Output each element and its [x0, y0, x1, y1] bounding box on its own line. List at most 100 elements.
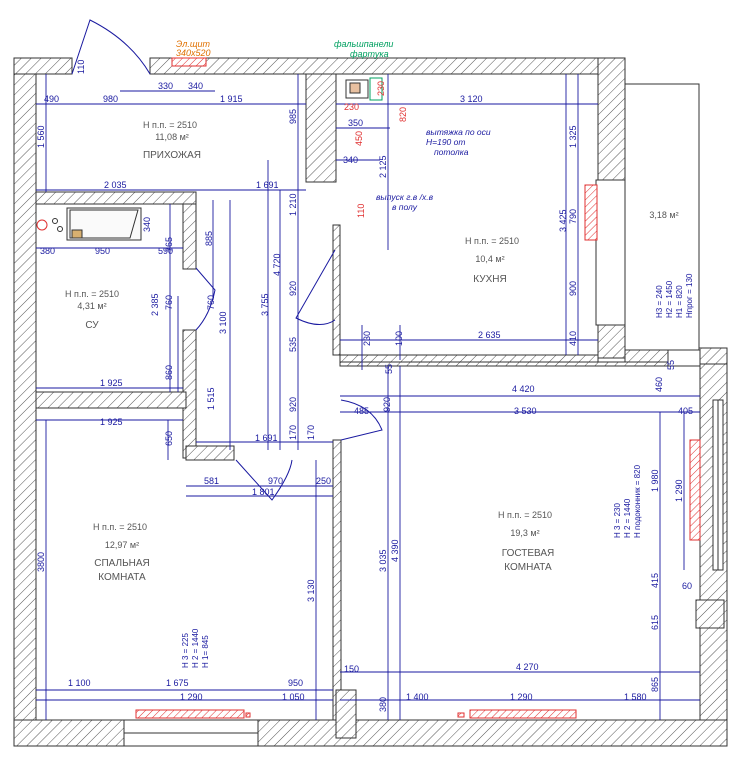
dim-label: 340	[343, 155, 358, 165]
dim-label: 820	[398, 107, 408, 122]
dimension-labels-horizontal: 330 340 490 980 1 915 3 120 350 340 2 03…	[40, 81, 693, 702]
kitchen-area: 10,4 м²	[475, 254, 504, 264]
guest-hsill: Н подоконник = 820	[633, 464, 642, 538]
hall-name: ПРИХОЖАЯ	[143, 150, 201, 161]
dim-label: 4 420	[512, 384, 535, 394]
dim-label: 920	[382, 397, 392, 412]
dim-label: 1 515	[206, 387, 216, 410]
balcony-area: 3,18 м²	[649, 210, 678, 220]
guest-height: Н п.п. = 2510	[498, 510, 552, 520]
dimension-labels-vertical: 110 1 560 985 230 230 820 450 1 325 2 12…	[36, 60, 684, 712]
dim-label: 330	[158, 81, 173, 91]
dim-label: 590	[158, 246, 173, 256]
dim-label: 350	[348, 118, 363, 128]
dim-label: 490	[44, 94, 59, 104]
guest-name-2: КОМНАТА	[504, 562, 552, 573]
dim-label: 1 100	[68, 678, 91, 688]
bedroom-h1: Н 1= 845	[201, 635, 210, 668]
dim-label: 950	[95, 246, 110, 256]
radiator-guest-right	[689, 439, 701, 541]
kitchen-fixtures	[345, 77, 383, 101]
dim-label: 1 290	[510, 692, 533, 702]
wall-top-a	[13, 57, 73, 75]
note-hood-2: Н=190 от	[426, 137, 465, 147]
note-el-shield-size: 340x520	[176, 48, 211, 58]
wall-bottom	[13, 719, 728, 747]
dim-label: 4 720	[272, 253, 282, 276]
guest-h2: Н 2 = 1440	[623, 498, 632, 538]
dim-label: 885	[204, 231, 214, 246]
dim-label: 380	[40, 246, 55, 256]
dim-label: 110	[76, 60, 86, 74]
bath-name: СУ	[85, 320, 99, 331]
dim-label: 1 980	[650, 469, 660, 492]
window-kitchen	[595, 179, 627, 326]
dim-label: 55	[666, 360, 676, 370]
guest-name-1: ГОСТЕВАЯ	[502, 548, 555, 559]
dim-label: 170	[288, 425, 298, 440]
wall-top-b	[149, 57, 626, 75]
dim-label: 1 210	[288, 193, 298, 216]
bedroom-name-2: КОМНАТА	[98, 572, 146, 583]
dim-label: 55	[384, 364, 394, 374]
dimension-lines	[36, 74, 700, 720]
door-bathroom	[195, 267, 216, 331]
note-outlet-1: выпуск г.в /х.в	[376, 192, 434, 202]
kitchen-height: Н п.п. = 2510	[465, 236, 519, 246]
dim-label: 110	[356, 204, 366, 218]
dim-label: 3 530	[514, 406, 537, 416]
kitchen-name: КУХНЯ	[473, 274, 506, 285]
electrical-shield	[171, 57, 207, 67]
bath-area: 4,31 м²	[77, 301, 106, 311]
windows	[123, 179, 724, 747]
dim-label: 2 385	[150, 293, 160, 316]
bedroom-area: 12,97 м²	[105, 540, 139, 550]
hall-area: 11,08 м²	[155, 132, 189, 142]
dim-label: 1 925	[100, 417, 123, 427]
dim-label: 581	[204, 476, 219, 486]
guest-area: 19,3 м²	[510, 528, 539, 538]
dim-label: 860	[164, 365, 174, 380]
balcony-h1: Н1 = 820	[675, 285, 684, 318]
guest-h3: Н 3 = 230	[613, 503, 622, 538]
dim-label: 415	[650, 573, 660, 588]
balcony-h2: Н2 = 1450	[665, 280, 674, 318]
dim-label: 460	[654, 377, 664, 392]
door-entry	[71, 19, 151, 75]
dim-label: 920	[288, 397, 298, 412]
dim-label: 3 755	[260, 293, 270, 316]
wall-hall-bath	[35, 191, 197, 205]
bedroom-h3: Н 3 = 225	[181, 633, 190, 668]
dim-label: 535	[288, 337, 298, 352]
dim-label: 170	[306, 425, 316, 440]
bedroom-name-1: СПАЛЬНАЯ	[94, 558, 150, 569]
dim-label: 615	[650, 615, 660, 630]
dim-label: 340	[142, 217, 152, 232]
dim-label: 3 130	[306, 579, 316, 602]
dim-label: 3 120	[460, 94, 483, 104]
dim-label: 1 801	[252, 487, 275, 497]
dim-label: 3 425	[558, 209, 568, 232]
dim-label: 450	[354, 131, 364, 146]
dim-label: 60	[682, 581, 692, 591]
dim-label: 1 925	[100, 378, 123, 388]
wall-bath-bottom	[35, 391, 187, 409]
dim-label: 970	[268, 476, 283, 486]
dim-label: 1 560	[36, 125, 46, 148]
note-false-panels-1: фальшпанели	[334, 39, 393, 49]
dim-label: 3800	[36, 552, 46, 572]
toilet	[36, 219, 48, 231]
dim-label: 760	[164, 295, 174, 310]
note-false-panels-2: фартука	[350, 49, 389, 59]
dim-label: 4 390	[390, 539, 400, 562]
dim-label: 250	[316, 476, 331, 486]
wall-kitchen-left-low	[332, 224, 341, 356]
radiator-guest	[469, 709, 577, 719]
wall-kitchen-left	[305, 73, 337, 183]
balcony-hprog: Нпрог = 130	[685, 273, 694, 318]
radiator-bedroom	[135, 709, 245, 719]
dim-label: 650	[164, 431, 174, 446]
radiators	[135, 184, 701, 719]
wall-bedroom-top	[185, 445, 235, 461]
